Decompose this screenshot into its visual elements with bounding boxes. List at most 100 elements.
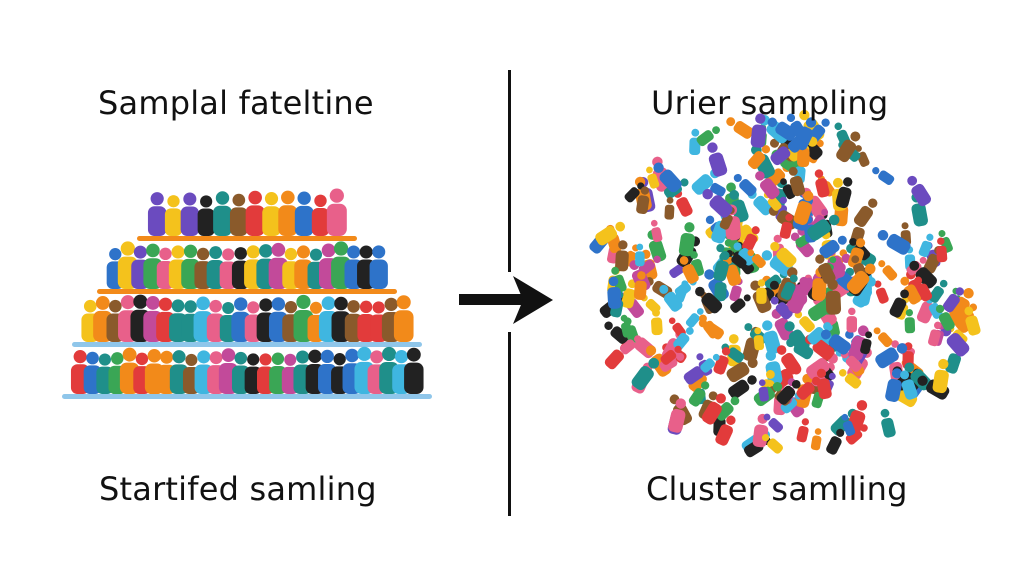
person-icon: [815, 254, 836, 284]
person-icon: [636, 186, 650, 215]
person-icon: [949, 288, 974, 321]
person-icon: [674, 280, 689, 303]
person-icon: [904, 309, 916, 334]
top-right-label: Urier sampling: [651, 84, 889, 122]
person-icon: [147, 192, 167, 236]
person-icon: [668, 398, 686, 433]
person-icon: [393, 295, 414, 342]
stratum-band: [72, 342, 422, 347]
person-icon: [964, 306, 981, 336]
person-icon: [928, 321, 942, 347]
person-icon: [715, 415, 736, 446]
person-icon: [880, 408, 896, 438]
person-icon: [696, 126, 720, 147]
person-icon: [750, 113, 767, 148]
person-icon: [213, 191, 232, 236]
person-icon: [726, 117, 754, 139]
person-icon: [914, 276, 933, 302]
person-icon: [900, 276, 922, 305]
person-icon: [889, 289, 909, 318]
person-icon: [631, 357, 660, 391]
person-icon: [814, 169, 830, 198]
person-icon: [776, 345, 801, 375]
person-icon: [369, 245, 388, 289]
person-icon: [685, 308, 704, 328]
person-icon: [767, 117, 797, 141]
person-icon: [747, 249, 766, 269]
person-icon: [595, 221, 626, 246]
person-icon: [909, 260, 937, 289]
person-icon: [713, 250, 730, 282]
person-icon: [875, 343, 908, 369]
person-icon: [688, 381, 710, 407]
person-icon: [776, 379, 801, 405]
person-icon: [853, 198, 878, 227]
person-icon: [278, 190, 298, 236]
person-icon: [262, 192, 281, 236]
person-icon: [664, 197, 675, 220]
stratified-sampling-illustration: [62, 188, 432, 399]
person-icon: [796, 418, 809, 443]
person-icon: [747, 145, 771, 170]
person-icon: [807, 214, 840, 241]
person-icon: [900, 370, 918, 400]
person-icon: [726, 357, 758, 383]
person-icon: [788, 281, 810, 314]
person-icon: [819, 235, 847, 259]
person-icon: [197, 195, 215, 236]
person-icon: [841, 413, 856, 436]
person-icon: [786, 338, 814, 360]
person-icon: [164, 195, 183, 236]
person-icon: [679, 256, 699, 284]
person-icon: [646, 166, 660, 189]
person-icon: [678, 222, 695, 257]
person-icon: [635, 243, 645, 267]
person-icon: [810, 428, 822, 451]
right-arrow-icon: [459, 276, 553, 324]
person-icon: [604, 321, 629, 345]
person-icon: [619, 335, 642, 355]
person-icon: [816, 368, 832, 400]
person-icon: [607, 276, 622, 309]
person-icon: [707, 142, 728, 177]
person-icon: [311, 194, 330, 236]
person-icon: [932, 358, 949, 394]
top-left-label: Samplal fateltine: [98, 84, 374, 122]
person-icon: [872, 167, 895, 185]
person-icon: [935, 304, 955, 331]
person-icon: [761, 250, 793, 277]
person-icon: [698, 314, 720, 339]
person-icon: [936, 237, 948, 263]
person-icon: [779, 213, 793, 239]
person-icon: [846, 263, 876, 295]
person-icon: [835, 177, 853, 209]
bottom-left-label: Startifed samling: [99, 470, 377, 508]
person-icon: [753, 327, 765, 351]
person-icon: [907, 175, 932, 207]
person-icon: [180, 192, 199, 236]
person-icon: [942, 287, 964, 313]
person-icon: [770, 296, 793, 320]
person-icon: [633, 271, 647, 300]
person-icon: [294, 191, 314, 236]
person-icon: [758, 379, 769, 402]
person-icon: [878, 260, 898, 281]
person-icon: [860, 331, 873, 355]
person-icon: [701, 393, 726, 425]
person-icon: [873, 327, 893, 348]
stratum-band: [137, 236, 357, 241]
person-icon: [761, 433, 783, 454]
person-icon: [820, 329, 851, 355]
person-icon: [839, 369, 862, 389]
person-icon: [673, 327, 694, 350]
person-icon: [404, 347, 424, 394]
person-icon: [660, 345, 682, 365]
person-icon: [788, 166, 806, 197]
cluster-sampling-illustration: [589, 109, 981, 458]
person-icon: [752, 413, 769, 448]
person-icon: [836, 131, 861, 163]
person-icon: [885, 368, 903, 403]
bottom-right-label: Cluster samlling: [646, 470, 908, 508]
